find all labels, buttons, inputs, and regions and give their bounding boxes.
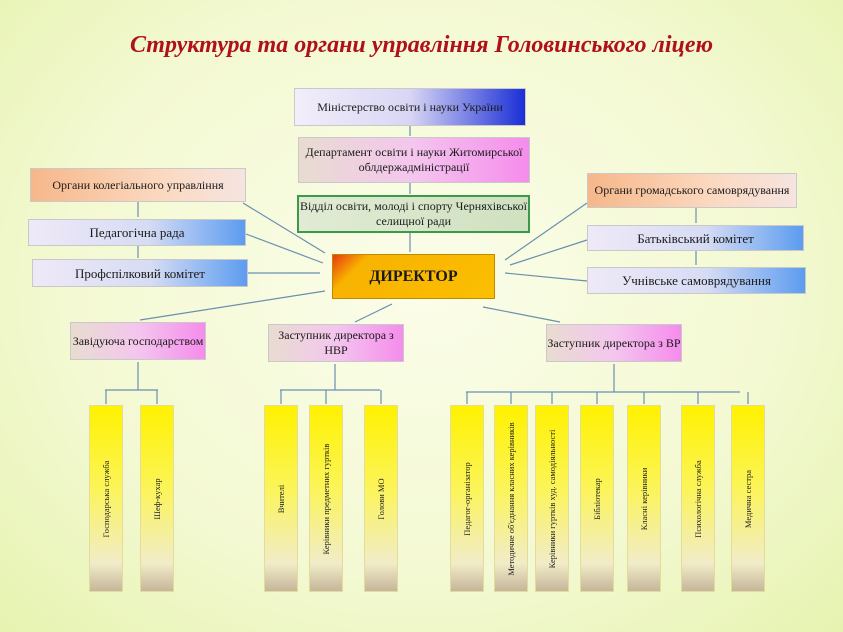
unit-label: Бібліотекар — [592, 477, 602, 520]
trade-union-box: Профспілковий комітет — [32, 259, 248, 287]
director-box: ДИРЕКТОР — [332, 254, 495, 299]
district-department-box: Відділ освіти, молоді і спорту Черняхівс… — [297, 195, 530, 233]
unit-label: Господарська служба — [101, 460, 111, 537]
ministry-box: Міністерство освіти і науки України — [294, 88, 526, 126]
collegial-bodies-box: Органи колегіального управління — [30, 168, 246, 202]
unit-box: Керівники предметних гуртків — [309, 405, 343, 592]
unit-box: Методичне об'єднання класних керівників — [494, 405, 528, 592]
unit-label: Керівники предметних гуртків — [321, 443, 331, 554]
unit-box: Медична сестра — [731, 405, 765, 592]
page-title: Структура та органи управління Головинсь… — [129, 32, 714, 58]
public-self-government-box: Органи громадського самоврядування — [587, 173, 797, 208]
unit-box: Психологічна служба — [681, 405, 715, 592]
deputy-nvr-box: Заступник директора з НВР — [268, 324, 404, 362]
unit-box: Господарська служба — [89, 405, 123, 592]
department-box: Департамент освіти і науки Житомирської … — [298, 137, 530, 183]
unit-box: Голови МО — [364, 405, 398, 592]
unit-label: Шеф-кухар — [152, 477, 162, 520]
unit-label: Вчителі — [276, 484, 286, 513]
unit-label: Голови МО — [376, 477, 386, 520]
unit-box: Вчителі — [264, 405, 298, 592]
parents-committee-box: Батьківський комітет — [587, 225, 804, 251]
unit-label: Медична сестра — [743, 469, 753, 528]
unit-box: Керівники гуртків худ. самодіяльності — [535, 405, 569, 592]
unit-box: Шеф-кухар — [140, 405, 174, 592]
pedagogical-council-box: Педагогічна рада — [28, 219, 246, 246]
unit-box: Бібліотекар — [580, 405, 614, 592]
unit-label: Психологічна служба — [693, 459, 703, 538]
unit-label: Класні керівники — [639, 467, 649, 530]
household-manager-box: Завідуюча господарством — [70, 322, 206, 360]
unit-box: Педагог-організатор — [450, 405, 484, 592]
unit-label: Методичне об'єднання класних керівників — [506, 421, 516, 576]
deputy-vr-box: Заступник директора з ВР — [546, 324, 682, 362]
unit-box: Класні керівники — [627, 405, 661, 592]
student-government-box: Учнівське самоврядування — [587, 267, 806, 294]
unit-label: Педагог-організатор — [462, 461, 472, 536]
unit-label: Керівники гуртків худ. самодіяльності — [547, 429, 557, 568]
